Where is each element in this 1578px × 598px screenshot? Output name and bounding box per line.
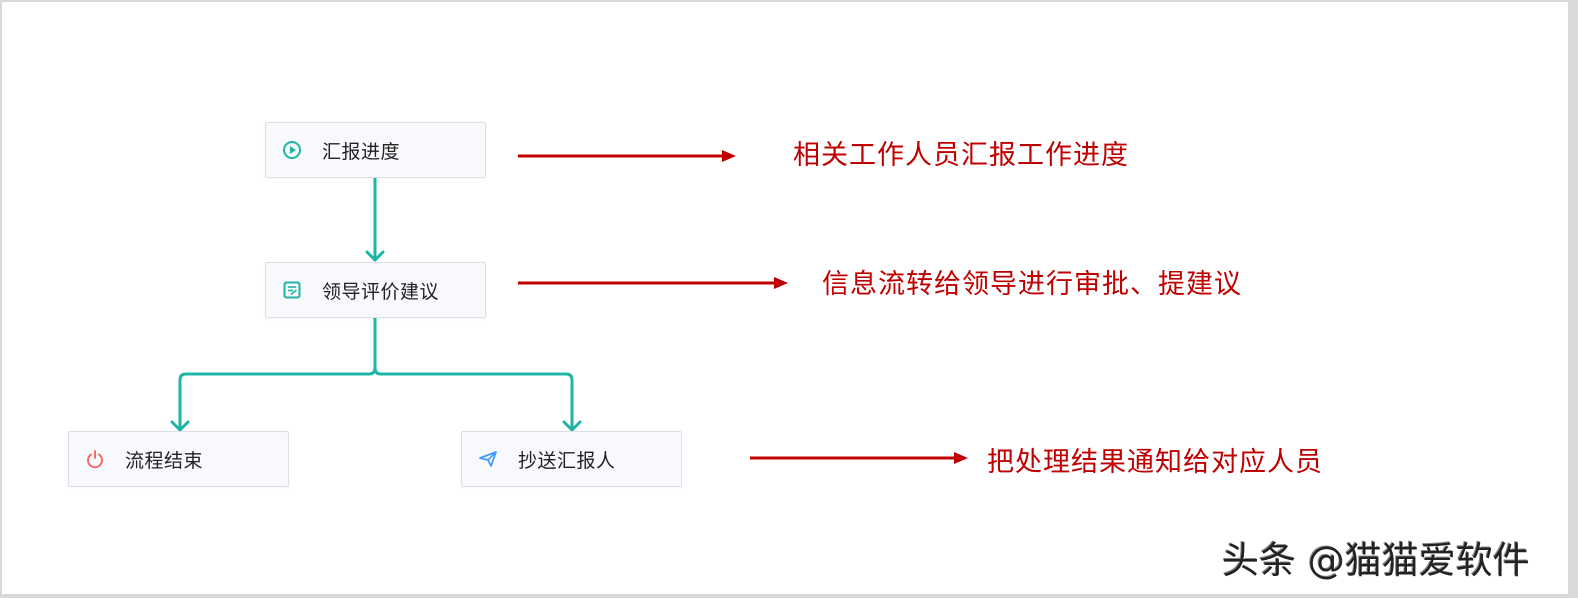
- edge-review-branch: [178, 316, 377, 432]
- annotation-review: 信息流转给领导进行审批、提建议: [822, 269, 1242, 300]
- arrowhead-end: [170, 420, 190, 432]
- node-label: 流程结束: [125, 449, 204, 472]
- node-leader-review[interactable]: 领导评价建议: [265, 262, 486, 318]
- edit-form-icon: [282, 280, 302, 300]
- node-label: 抄送汇报人: [518, 449, 616, 472]
- node-report-progress[interactable]: 汇报进度: [265, 122, 486, 178]
- flow-connectors: [170, 176, 582, 432]
- send-icon: [478, 449, 498, 469]
- play-circle-icon: [282, 140, 302, 160]
- node-label: 汇报进度: [322, 140, 401, 163]
- annotation-cc: 把处理结果通知给对应人员: [987, 447, 1323, 478]
- annotation-arrows: [518, 150, 968, 464]
- arrowhead-cc: [562, 420, 582, 432]
- power-icon: [85, 449, 105, 469]
- watermark: 头条 @猫猫爱软件: [1222, 539, 1530, 582]
- node-cc-reporter[interactable]: 抄送汇报人: [461, 431, 682, 487]
- edge-review-to-cc: [373, 366, 574, 432]
- node-process-end[interactable]: 流程结束: [68, 431, 289, 487]
- node-label: 领导评价建议: [322, 280, 440, 303]
- annotation-report: 相关工作人员汇报工作进度: [793, 140, 1129, 171]
- arrowhead-review: [365, 250, 385, 262]
